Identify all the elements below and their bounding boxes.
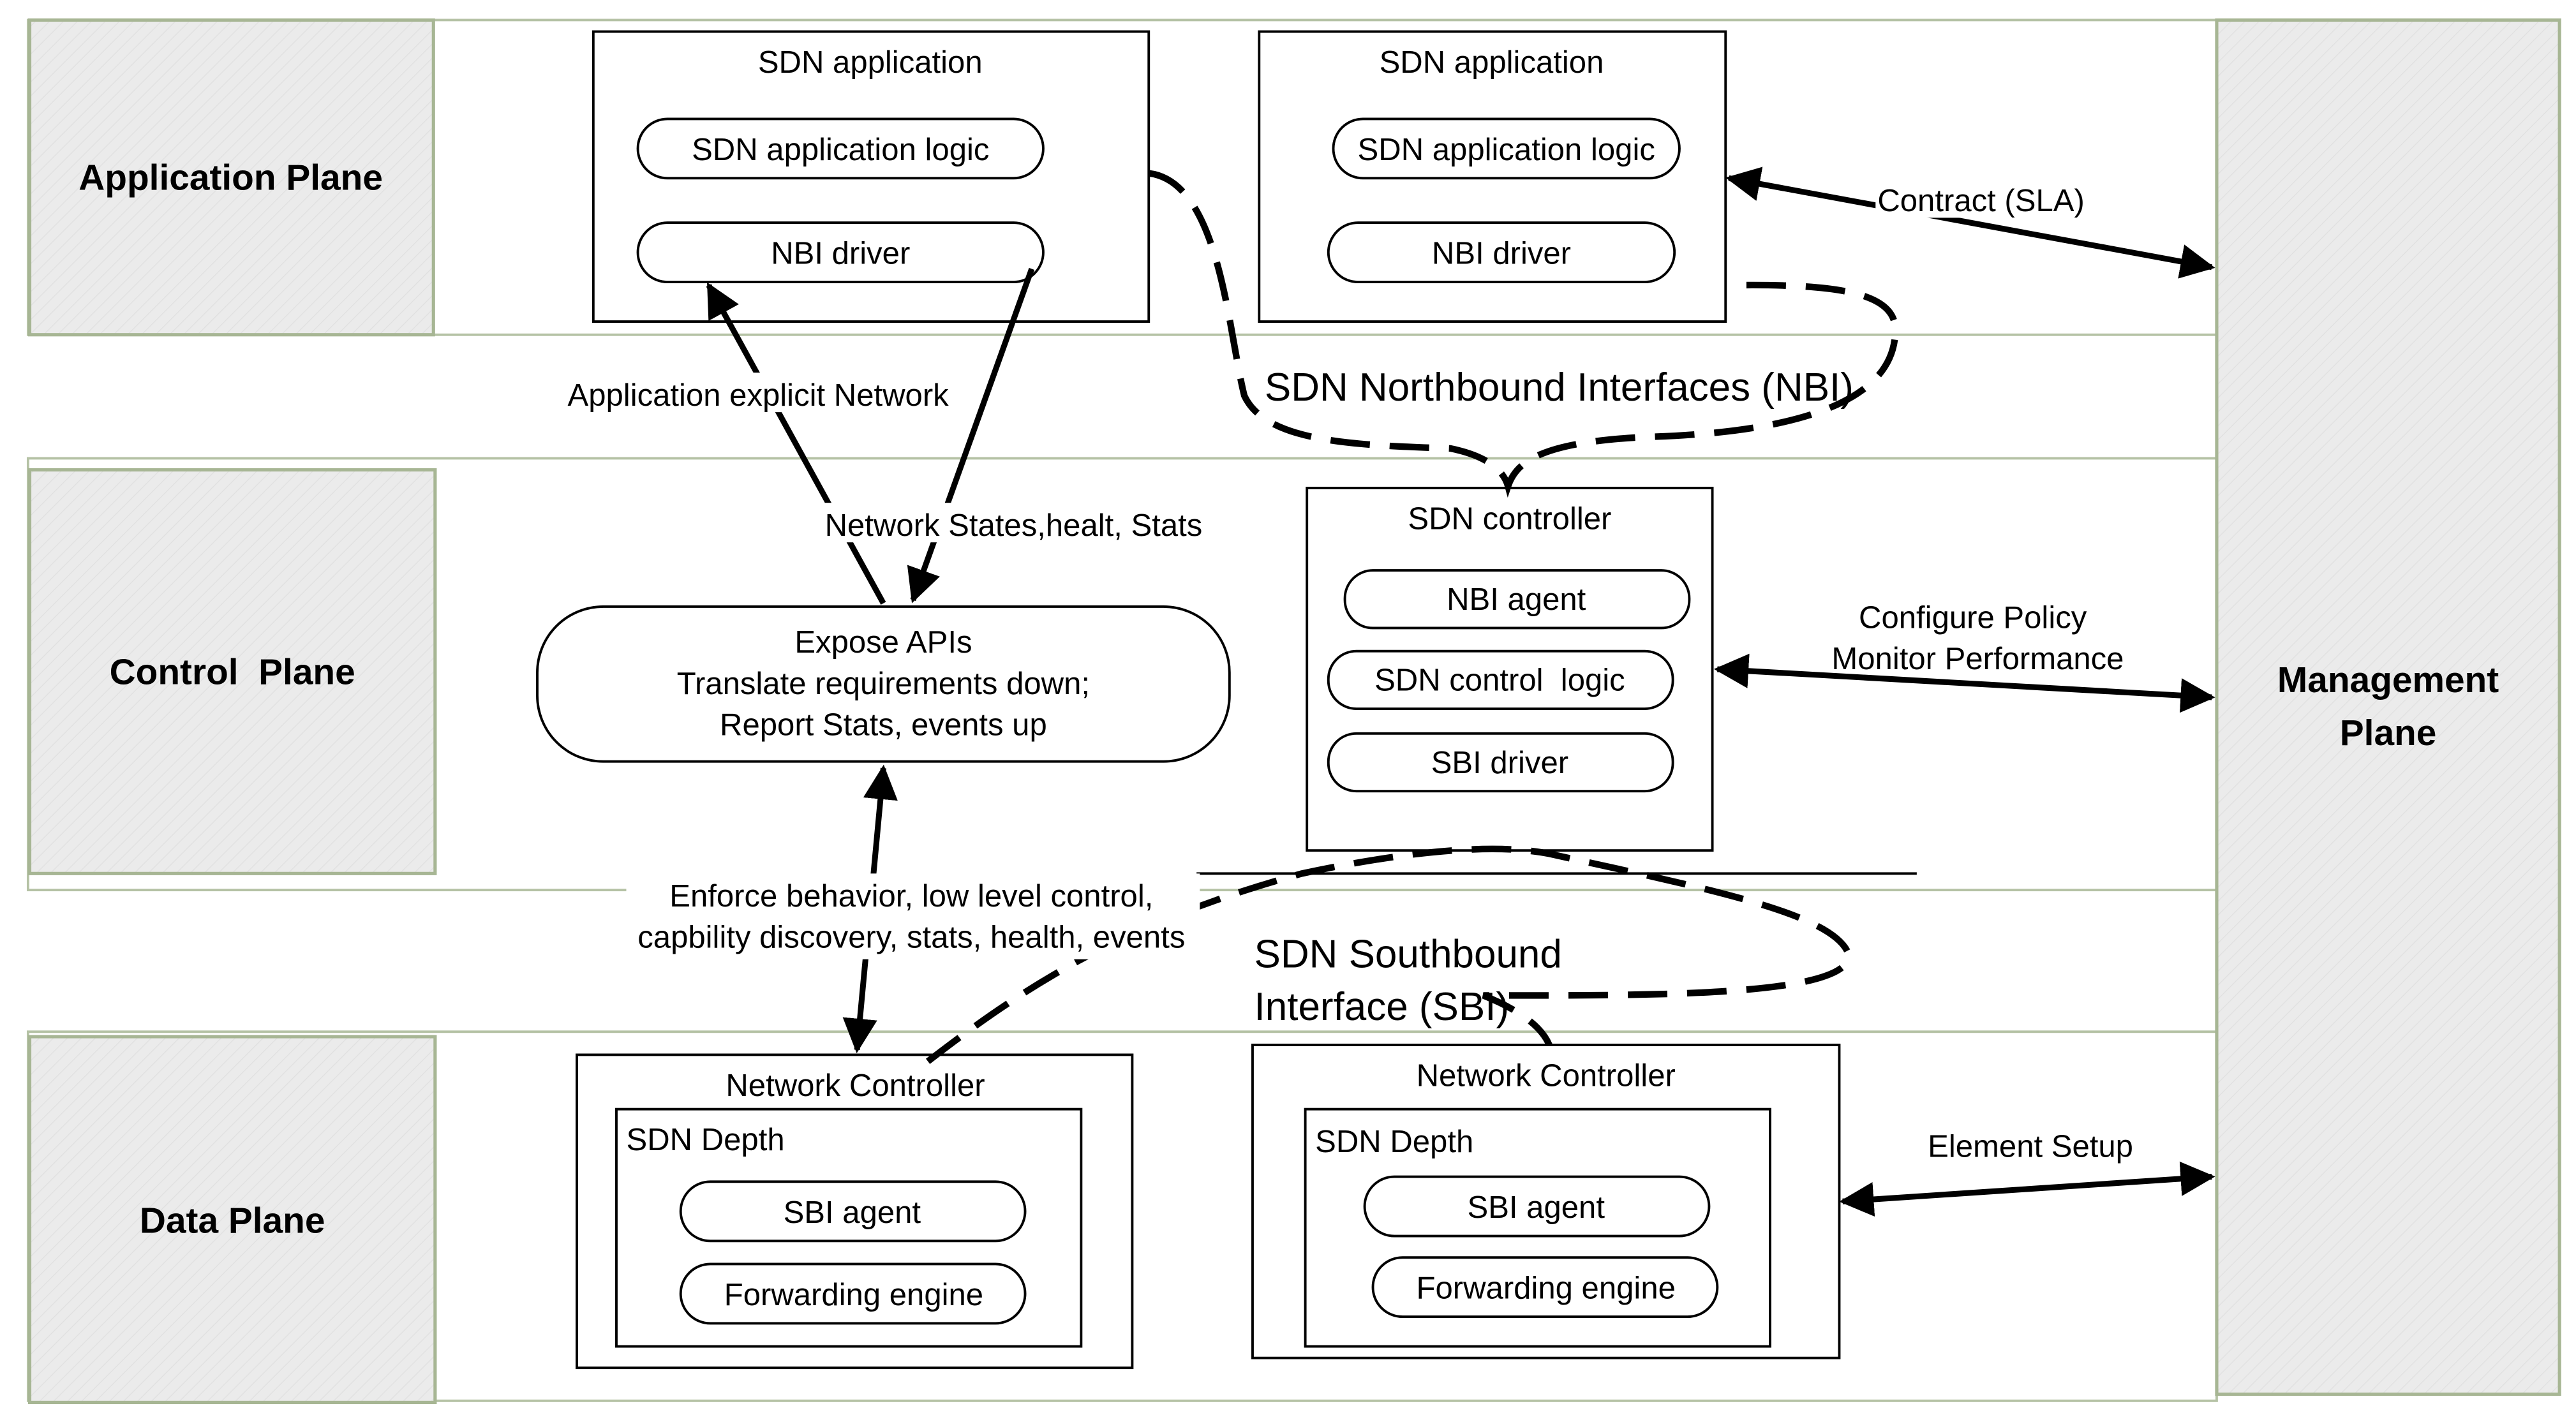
nbi-agent-label: NBI agent xyxy=(1447,582,1586,617)
forwarding-engine-left-pill xyxy=(679,1262,1027,1325)
sdn-application-right-title: SDN application xyxy=(1380,45,1604,80)
enforce-label-line2: capbility discovery, stats, health, even… xyxy=(637,921,1185,955)
sbi-driver-pill xyxy=(1327,732,1674,793)
data-plane-label: Data Plane xyxy=(140,1201,325,1241)
sdn-controller xyxy=(1306,487,1714,852)
nbi-driver-left-pill xyxy=(636,221,1045,284)
management-plane-label-line1: Management xyxy=(2277,660,2499,700)
control-plane-box xyxy=(27,468,437,875)
sdn-control-logic-label: SDN control logic xyxy=(1374,663,1625,698)
sdn-controller-title: SDN controller xyxy=(1408,502,1611,536)
sbi-interface-label-line1: SDN Southbound xyxy=(1254,933,1562,977)
network-states-label: Network States,healt, Stats xyxy=(825,508,1203,543)
sbi-interface-label-line2: Interface (SBI) xyxy=(1254,985,1510,1029)
expose-apis-line1: Expose APIs xyxy=(794,625,972,660)
sdn-depth-right-label: SDN Depth xyxy=(1315,1125,1473,1159)
management-plane-label-line2: Plane xyxy=(2340,713,2437,753)
sbi-agent-left-pill xyxy=(679,1180,1027,1243)
enforce-label-bg xyxy=(626,873,1200,959)
control-plane-label: Control Plane xyxy=(110,652,355,692)
configure-policy-label: Configure Policy xyxy=(1859,600,2087,635)
sdn-depth-left-label: SDN Depth xyxy=(626,1123,784,1157)
arrow-configure-policy xyxy=(1713,653,2215,713)
app-logic-right-label: SDN application logic xyxy=(1358,133,1655,167)
expose-apis-line3: Report Stats, events up xyxy=(720,707,1047,742)
sdn-application-left-title: SDN application xyxy=(758,45,983,80)
contract-sla-label: Contract (SLA) xyxy=(1877,184,2084,218)
arrow-network-states xyxy=(907,267,1035,603)
network-controller-left xyxy=(576,1053,1134,1370)
sbi-agent-right-pill xyxy=(1363,1175,1711,1238)
forwarding-engine-right-label: Forwarding engine xyxy=(1417,1271,1676,1306)
enforce-label-line1: Enforce behavior, low level control, xyxy=(669,879,1153,914)
app-logic-right-pill xyxy=(1332,117,1681,180)
element-setup-label: Element Setup xyxy=(1928,1130,2133,1164)
network-states-label-bg xyxy=(819,503,1212,543)
sdn-application-right xyxy=(1258,30,1727,323)
arrow-element-setup xyxy=(1839,1161,2215,1217)
sdn-application-left xyxy=(592,30,1150,323)
nbi-driver-right-label: NBI driver xyxy=(1432,237,1571,271)
app-explicit-label: Application explicit Network xyxy=(568,378,949,413)
nbi-driver-right-pill xyxy=(1327,221,1676,284)
app-logic-left-pill xyxy=(636,117,1045,180)
sbi-agent-left-label: SBI agent xyxy=(784,1195,921,1230)
nbi-driver-left-label: NBI driver xyxy=(771,237,910,271)
network-controller-right xyxy=(1251,1044,1841,1359)
arrow-app-explicit xyxy=(706,282,886,605)
application-plane-box xyxy=(27,18,435,337)
arrow-contract-sla xyxy=(1725,166,2215,279)
monitor-performance-label: Monitor Performance xyxy=(1831,642,2124,676)
forwarding-engine-left-label: Forwarding engine xyxy=(724,1278,983,1312)
expose-apis-box xyxy=(536,605,1231,763)
forwarding-engine-right-pill xyxy=(1371,1256,1719,1319)
network-controller-left-title: Network Controller xyxy=(726,1069,985,1103)
application-plane-label: Application Plane xyxy=(78,158,383,198)
sdn-control-logic-pill xyxy=(1327,649,1674,710)
nbi-agent-pill xyxy=(1343,569,1691,630)
nbi-interface-label: SDN Northbound Interfaces (NBI) xyxy=(1265,366,1854,410)
sbi-agent-right-label: SBI agent xyxy=(1467,1190,1605,1225)
app-explicit-label-bg xyxy=(553,373,966,413)
management-plane-box xyxy=(2215,18,2561,1396)
app-logic-left-label: SDN application logic xyxy=(692,133,989,167)
contract-label-bg xyxy=(1875,178,2087,218)
sbi-dashed-curve xyxy=(925,845,1853,1064)
nbi-dashed-curve xyxy=(1148,170,1899,498)
sbi-driver-label: SBI driver xyxy=(1431,746,1568,780)
expose-apis-line2: Translate requirements down; xyxy=(677,667,1090,701)
interface-dashed-curves xyxy=(925,170,1899,1064)
network-controller-right-title: Network Controller xyxy=(1417,1059,1676,1093)
data-plane-box xyxy=(27,1035,437,1405)
